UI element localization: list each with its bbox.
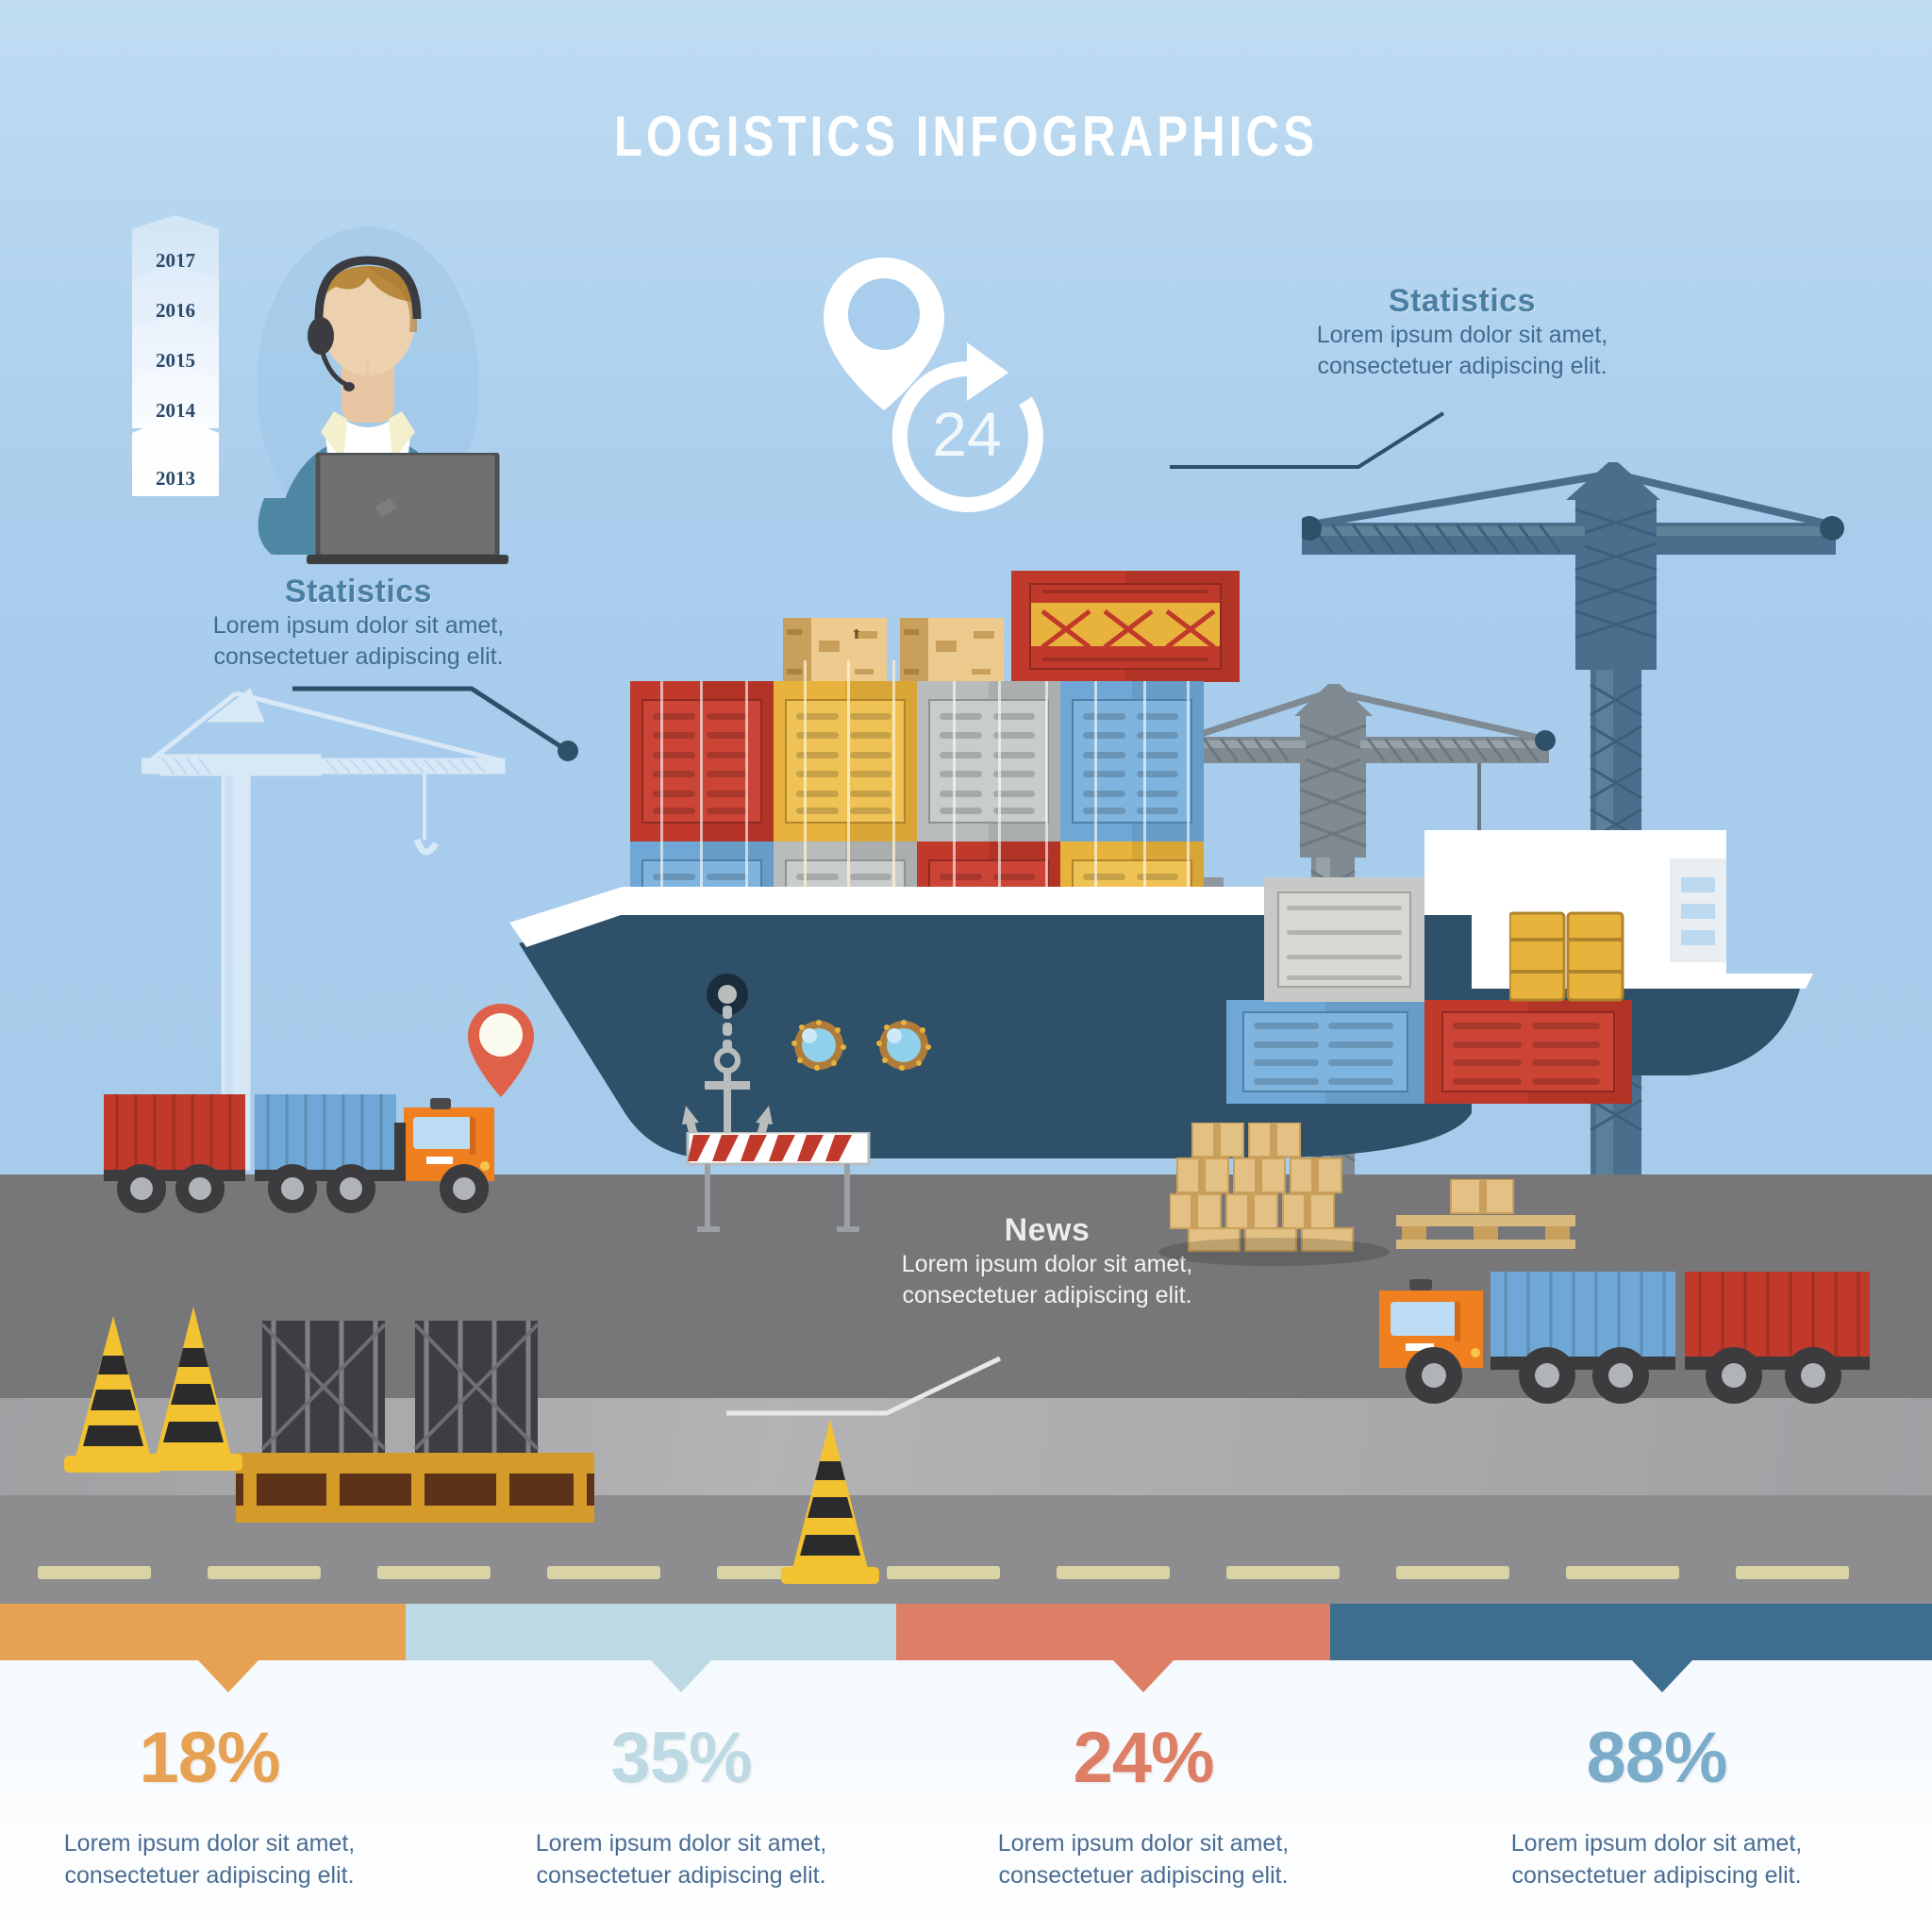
stat-caption-line2: consectetuer adipiscing elit.	[536, 1861, 826, 1889]
container-red-top	[1011, 571, 1240, 682]
stat-caption-line1: Lorem ipsum dolor sit amet,	[63, 1830, 356, 1857]
road-dash	[1736, 1566, 1849, 1579]
stat-caption-line1: Lorem ipsum dolor sit amet,	[535, 1830, 827, 1857]
container-blue-r1	[1060, 681, 1204, 841]
box-stack-shadow	[1158, 1238, 1390, 1266]
news-heading: News	[1004, 1212, 1091, 1248]
oil-drums	[1509, 911, 1624, 1002]
port-crane-left-ghost	[142, 688, 506, 1171]
statistics-left-heading: Statistics	[284, 574, 433, 609]
container-beige-quay	[1264, 877, 1424, 1002]
stat-notch-1	[198, 1660, 258, 1692]
stat-caption-line2: consectetuer adipiscing elit.	[998, 1861, 1289, 1889]
stat-bar-4[interactable]	[1330, 1604, 1932, 1660]
page-title: LOGISTICS INFOGRAPHICS	[613, 105, 1319, 168]
stat-percent-2: 35%	[610, 1718, 752, 1798]
news-body-1: Lorem ipsum dolor sit amet,	[901, 1251, 1193, 1277]
news-connector	[726, 1356, 1002, 1416]
news-block: News Lorem ipsum dolor sit amet, consect…	[877, 1212, 1217, 1311]
stat-bar-3[interactable]	[896, 1604, 1330, 1660]
cardboard-box-stack	[1170, 1123, 1354, 1252]
container-yellow-r1	[774, 681, 917, 841]
road-dash	[1566, 1566, 1679, 1579]
container-red-quay	[1424, 1000, 1632, 1104]
timeline-year-label: 2013	[156, 467, 195, 490]
statistics-right-body-1: Lorem ipsum dolor sit amet,	[1316, 322, 1608, 348]
road-barrier	[686, 1132, 871, 1232]
road-dash	[208, 1566, 321, 1579]
traffic-cone-1	[64, 1316, 162, 1473]
stat-caption-line1: Lorem ipsum dolor sit amet,	[1510, 1830, 1803, 1857]
stat-notch-2	[651, 1660, 711, 1692]
map-pin-icon	[824, 258, 944, 410]
stat-caption-line2: consectetuer adipiscing elit.	[64, 1861, 355, 1889]
statistics-left-block: Statistics Lorem ipsum dolor sit amet, c…	[189, 574, 528, 673]
porthole-icon-2	[876, 1020, 931, 1071]
road-dash	[377, 1566, 491, 1579]
timeline-step-2016[interactable]: 2016	[132, 265, 219, 328]
statistics-right-connector	[1170, 411, 1445, 469]
cardboard-box-pair-top: ⬆	[783, 618, 1004, 684]
stat-caption-3: Lorem ipsum dolor sit amet, consectetuer…	[974, 1828, 1313, 1892]
statistics-left-body-1: Lorem ipsum dolor sit amet,	[212, 612, 505, 639]
stat-caption-4: Lorem ipsum dolor sit amet, consectetuer…	[1487, 1828, 1826, 1892]
road-dash	[1057, 1566, 1170, 1579]
statistics-right-body-2: consectetuer adipiscing elit.	[1317, 353, 1607, 379]
year-timeline: 2017 2016 2015 2014 2013	[132, 215, 219, 496]
road-dash	[1226, 1566, 1340, 1579]
24-hour-label: 24	[932, 399, 1001, 469]
timeline-step-2013[interactable]: 2013	[132, 415, 219, 496]
container-blue-quay	[1226, 1000, 1424, 1104]
map-pin-red-icon[interactable]	[464, 1000, 538, 1104]
stat-bar-2[interactable]	[406, 1604, 896, 1660]
statistics-right-block: Statistics Lorem ipsum dolor sit amet, c…	[1283, 283, 1641, 382]
timeline-step-2014[interactable]: 2014	[132, 365, 219, 428]
traffic-cone-2	[144, 1307, 242, 1471]
stat-notch-4	[1632, 1660, 1692, 1692]
porthole-icon	[791, 1020, 846, 1071]
svg-text:⬆: ⬆	[851, 626, 862, 641]
stat-caption-line2: consectetuer adipiscing elit.	[1511, 1861, 1802, 1889]
container-truck-right	[1379, 1272, 1870, 1404]
statistics-right-heading: Statistics	[1388, 283, 1537, 319]
news-body-2: consectetuer adipiscing elit.	[902, 1282, 1192, 1308]
stats-panel	[0, 1660, 1932, 1932]
stat-caption-line1: Lorem ipsum dolor sit amet,	[997, 1830, 1290, 1857]
stat-notch-3	[1113, 1660, 1174, 1692]
container-gray-r1	[917, 681, 1060, 841]
road-dash	[1396, 1566, 1509, 1579]
rotate-arrow-icon	[891, 342, 1043, 512]
road-dash	[38, 1566, 151, 1579]
road-dash	[887, 1566, 1000, 1579]
container-truck-left	[104, 1094, 494, 1213]
stat-caption-1: Lorem ipsum dolor sit amet, consectetuer…	[40, 1828, 379, 1892]
stat-percent-1: 18%	[139, 1718, 280, 1798]
stat-bar-1[interactable]	[0, 1604, 406, 1660]
stat-percent-4: 88%	[1586, 1718, 1727, 1798]
statistics-left-body-2: consectetuer adipiscing elit.	[213, 643, 504, 670]
traffic-cone-3	[781, 1420, 879, 1584]
steel-plate-rack	[236, 1321, 594, 1523]
operator-laptop	[307, 453, 508, 564]
statistics-left-connector	[292, 686, 578, 761]
stat-caption-2: Lorem ipsum dolor sit amet, consectetuer…	[511, 1828, 851, 1892]
stat-percent-3: 24%	[1073, 1718, 1214, 1798]
24-hour-service-icon[interactable]: 24	[816, 250, 1071, 524]
pallet-with-boxes	[1396, 1179, 1575, 1249]
road-dash	[547, 1566, 660, 1579]
